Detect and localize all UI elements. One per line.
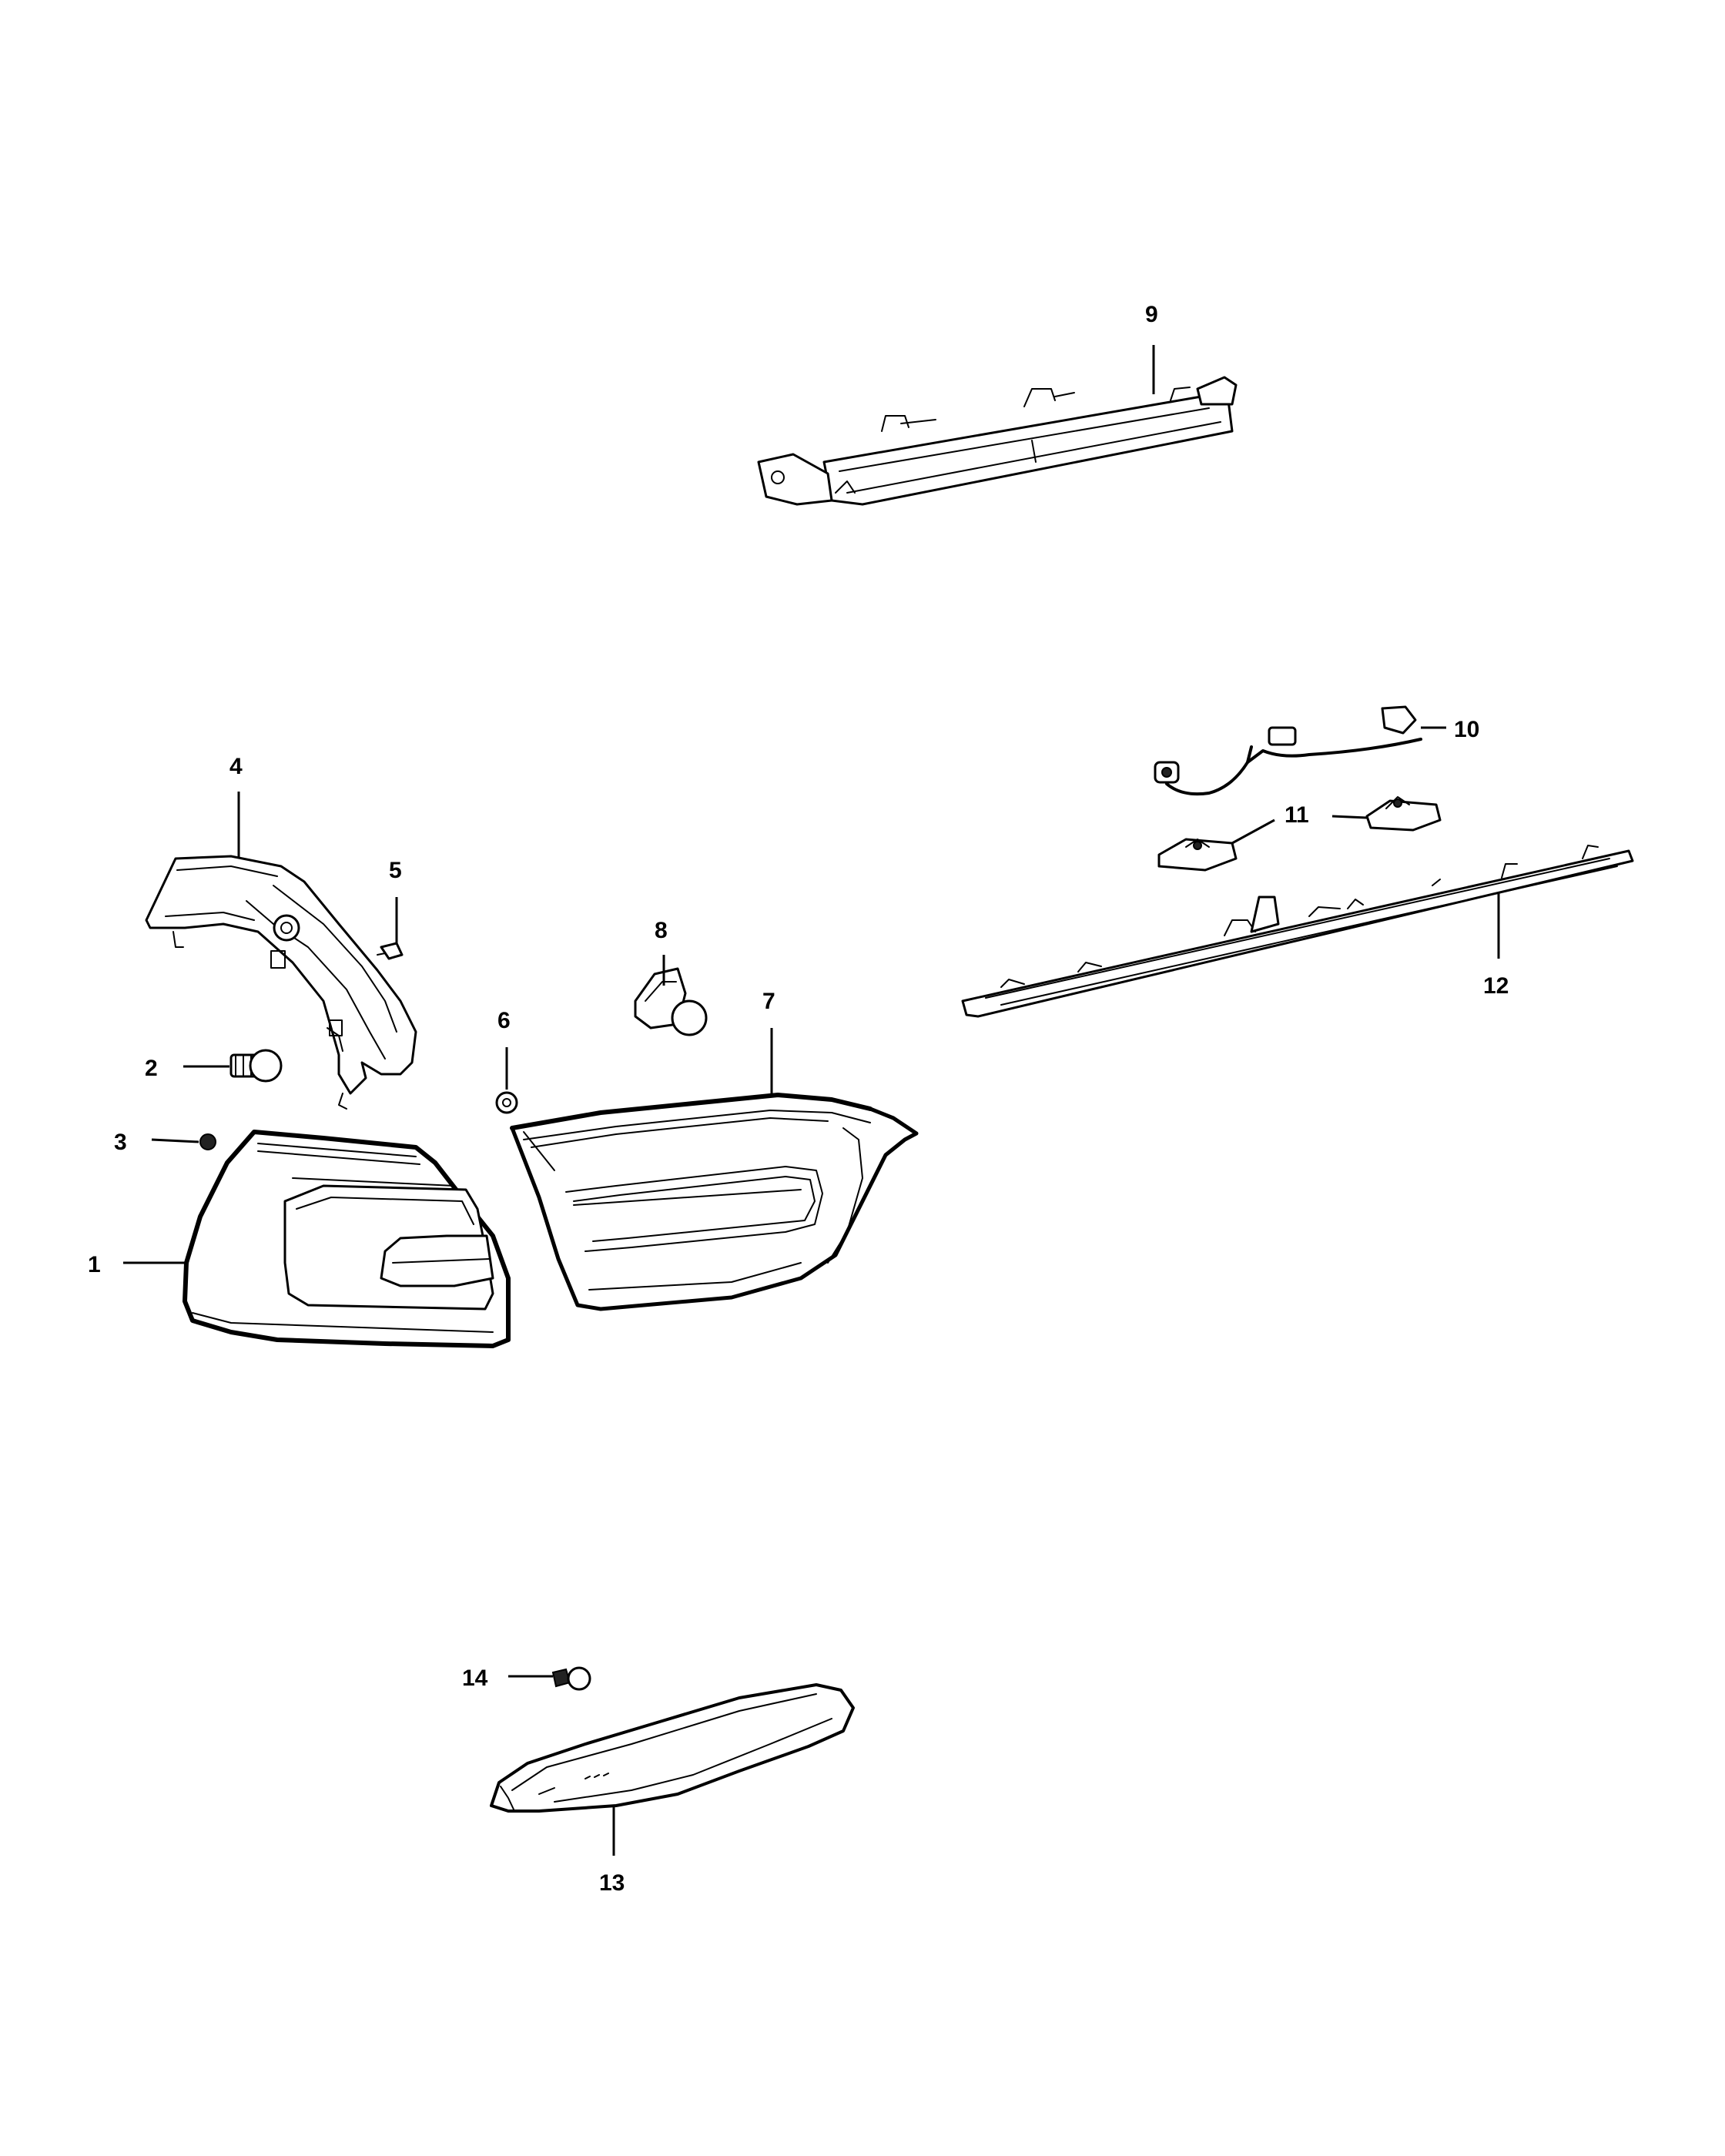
- part-4-lamp-housing: [145, 855, 417, 1110]
- part-12-applique-bar: [961, 845, 1634, 1018]
- callout-2: 2: [145, 1056, 158, 1081]
- part-1-outer-tail-lamp: [183, 1130, 511, 1348]
- part-3-nut: [199, 1133, 216, 1150]
- part-2-bulb: [229, 1049, 283, 1083]
- callout-14: 14: [462, 1666, 488, 1691]
- callout-4: 4: [229, 754, 243, 779]
- callout-10: 10: [1454, 717, 1479, 742]
- part-10-wiring-harness: [1154, 705, 1422, 796]
- part-11-license-lamps: [1157, 796, 1442, 872]
- part-6-grommet: [495, 1091, 518, 1114]
- callout-13: 13: [599, 1870, 625, 1896]
- callout-9: 9: [1145, 302, 1158, 327]
- part-7-inner-tail-lamp: [510, 1093, 919, 1311]
- callout-7: 7: [762, 989, 775, 1014]
- callout-3: 3: [114, 1130, 127, 1155]
- part-13-lamp-lens: [490, 1683, 855, 1813]
- callout-6: 6: [497, 1008, 511, 1033]
- callout-11: 11: [1285, 802, 1309, 828]
- part-14-bulb: [551, 1666, 591, 1691]
- callout-5: 5: [389, 858, 402, 883]
- callout-8: 8: [655, 918, 668, 943]
- part-8-socket-bulb: [634, 967, 708, 1036]
- callout-12: 12: [1483, 973, 1509, 999]
- part-9-high-mount-stop-lamp: [757, 376, 1238, 506]
- callout-1: 1: [88, 1252, 101, 1277]
- part-5-screw: [377, 942, 404, 960]
